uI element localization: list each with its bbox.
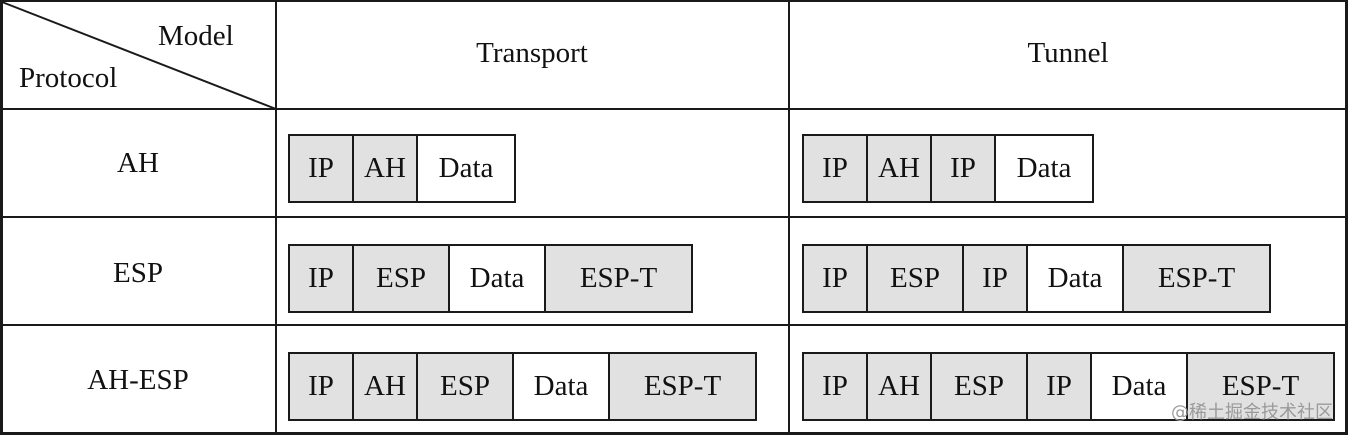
- segment-ip: IP: [932, 136, 996, 201]
- segment-ip: IP: [804, 246, 868, 311]
- segment-esp-t: ESP-T: [1188, 354, 1333, 419]
- segment-esp-t: ESP-T: [546, 246, 691, 311]
- watermark: @稀土掘金技术社区: [1171, 402, 1333, 423]
- segment-ip: IP: [964, 246, 1028, 311]
- segment-ip: IP: [290, 354, 354, 419]
- segment-data: Data: [1092, 354, 1188, 419]
- segment-data: Data: [514, 354, 610, 419]
- segment-data: Data: [996, 136, 1092, 201]
- segment-data: Data: [418, 136, 514, 201]
- segment-data: Data: [450, 246, 546, 311]
- column-header-tunnel: Tunnel: [1027, 37, 1109, 69]
- row-divider-2: [0, 216, 1348, 218]
- row-label-esp: ESP: [113, 257, 163, 289]
- column-header-transport: Transport: [476, 37, 588, 69]
- segment-esp: ESP: [354, 246, 450, 311]
- table-border-bottom: [0, 432, 1348, 435]
- segment-ip: IP: [804, 136, 868, 201]
- segment-ah: AH: [354, 354, 418, 419]
- row-divider-1: [0, 108, 1348, 110]
- corner-label-model: Model: [158, 20, 234, 52]
- segment-ah: AH: [868, 136, 932, 201]
- segment-ah: AH: [354, 136, 418, 201]
- segment-ip: IP: [804, 354, 868, 419]
- segment-ip: IP: [1028, 354, 1092, 419]
- table-border-top: [0, 0, 1348, 2]
- segment-esp-t: ESP-T: [610, 354, 755, 419]
- row-divider-3: [0, 324, 1348, 326]
- row-label-ah-esp: AH-ESP: [87, 364, 189, 396]
- segment-data: Data: [1028, 246, 1124, 311]
- corner-label-protocol: Protocol: [19, 62, 118, 94]
- segment-ip: IP: [290, 246, 354, 311]
- row-label-ah: AH: [117, 147, 159, 179]
- segment-esp: ESP: [418, 354, 514, 419]
- segment-esp-t: ESP-T: [1124, 246, 1269, 311]
- segment-esp: ESP: [932, 354, 1028, 419]
- segment-ip: IP: [290, 136, 354, 201]
- segment-ah: AH: [868, 354, 932, 419]
- segment-esp: ESP: [868, 246, 964, 311]
